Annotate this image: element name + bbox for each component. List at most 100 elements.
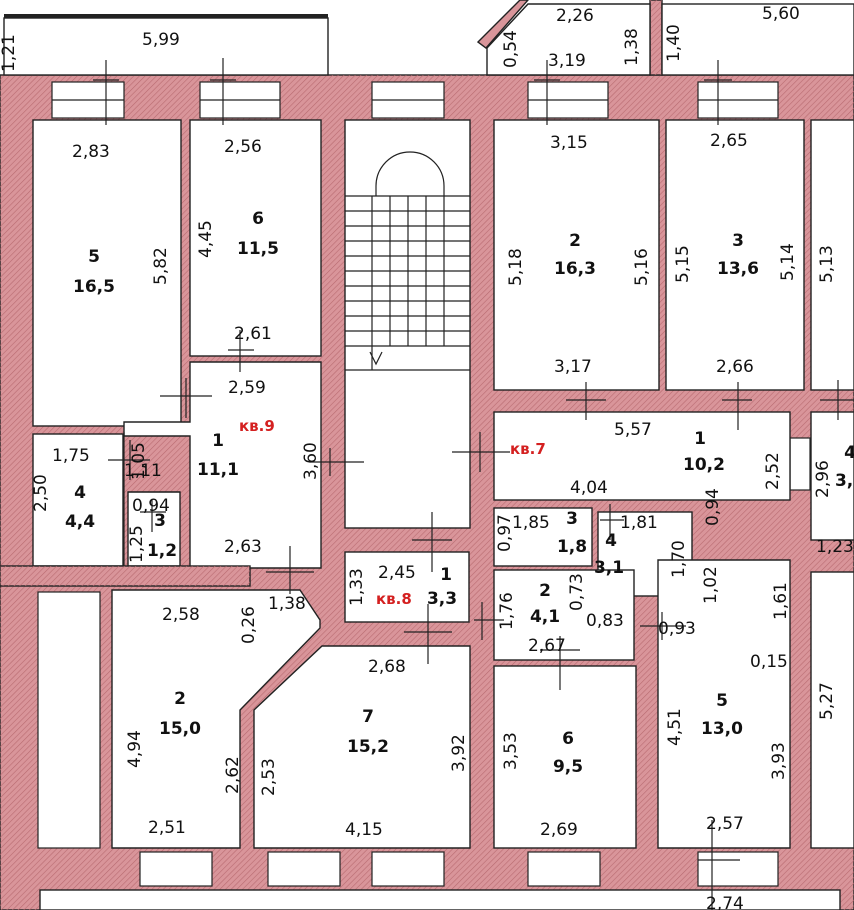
dimension-label: 1,25 xyxy=(127,525,147,563)
room-number: 5 xyxy=(716,691,728,711)
dimension-label: 0,15 xyxy=(750,652,788,672)
dimension-label: 2,45 xyxy=(378,563,416,583)
room-labels: 5 16,5 6 11,5 1 11,1 4 4,4 3 1,2 2 15,0 … xyxy=(65,209,854,777)
dimension-label: 0,26 xyxy=(239,606,259,644)
room-number: 2 xyxy=(539,581,551,601)
room-area: 15,0 xyxy=(159,719,201,739)
stair-treads xyxy=(345,195,470,371)
dimension-label: 1,05 xyxy=(129,442,149,480)
dimension-label: 2,26 xyxy=(556,6,594,26)
room-area: 16,3 xyxy=(554,259,596,279)
dimension-label: 0,94 xyxy=(132,496,170,516)
dimension-label: 3,93 xyxy=(769,742,789,780)
room-number: 1 xyxy=(212,431,224,451)
dimension-label: 2,96 xyxy=(813,460,833,498)
windows xyxy=(37,81,811,887)
dimension-label: 2,62 xyxy=(223,756,243,794)
room-area: 3,3 xyxy=(427,589,457,609)
room-number: 7 xyxy=(362,707,374,727)
watermark: INREALT xyxy=(690,30,819,63)
dimension-label: 5,57 xyxy=(614,420,652,440)
dimension-label: 2,61 xyxy=(234,324,272,344)
dimension-label: 0,83 xyxy=(586,611,624,631)
room-area: 16,5 xyxy=(73,277,115,297)
dimension-label: 5,60 xyxy=(762,4,800,24)
room-number: 6 xyxy=(562,729,574,749)
dimension-label: 5,13 xyxy=(817,245,837,283)
dimension-label: 2,59 xyxy=(228,378,266,398)
dimension-label: 2,69 xyxy=(540,820,578,840)
room-area: 9,5 xyxy=(553,757,583,777)
dimension-label: 2,68 xyxy=(368,657,406,677)
dimension-label: 4,94 xyxy=(125,730,145,768)
dimension-label: 2,51 xyxy=(148,818,186,838)
room-area: 3,1 xyxy=(594,558,624,578)
dimension-label: 1,23 xyxy=(816,537,854,557)
room-number: 2 xyxy=(174,689,186,709)
dimension-label: 2,65 xyxy=(710,131,748,151)
dimension-label: 1,76 xyxy=(497,592,517,630)
dimension-label: 1,38 xyxy=(622,28,642,66)
room-number: 3 xyxy=(566,509,578,529)
apartment-labels: кв.9 кв.7 кв.8 xyxy=(239,417,546,608)
balconies xyxy=(3,3,854,76)
dimension-label: 4,45 xyxy=(196,220,216,258)
dimension-label: 3,92 xyxy=(449,734,469,772)
apt-label-7: кв.7 xyxy=(510,440,546,458)
room-number: 1 xyxy=(440,565,452,585)
dimension-label: 1,11 xyxy=(124,461,162,481)
dimension-label: 2,56 xyxy=(224,137,262,157)
dimension-label: 0,94 xyxy=(703,488,723,526)
room-number: 3 xyxy=(732,231,744,251)
dimension-label: 2,66 xyxy=(716,357,754,377)
dimension-label: 1,70 xyxy=(669,540,689,578)
room-number: 4 xyxy=(844,443,854,463)
dimension-label: 2,53 xyxy=(259,758,279,796)
room-area: 1,8 xyxy=(557,537,587,557)
dimension-label: 2,63 xyxy=(224,537,262,557)
dimension-label: 1,81 xyxy=(620,513,658,533)
dimension-label: 1,33 xyxy=(347,568,367,606)
room-area: 1,2 xyxy=(147,541,177,561)
room-number: 4 xyxy=(605,531,617,551)
room-area: 10,2 xyxy=(683,455,725,475)
dimension-label: 1,85 xyxy=(512,513,550,533)
room-number: 5 xyxy=(88,247,100,267)
room-number: 2 xyxy=(569,231,581,251)
room-area: 15,2 xyxy=(347,737,389,757)
dimension-label: 3,60 xyxy=(301,442,321,480)
dimension-label: 3,53 xyxy=(501,732,521,770)
dimension-label: 0,93 xyxy=(658,619,696,639)
dimension-label: 5,14 xyxy=(778,243,798,281)
dimension-labels: 1,21 5,99 2,26 0,54 1,38 3,19 1,40 5,60 … xyxy=(0,4,854,910)
dimension-label: 2,67 xyxy=(528,636,566,656)
apt-label-8: кв.8 xyxy=(376,590,412,608)
dimension-label: 5,16 xyxy=(632,248,652,286)
dimension-label: 0,54 xyxy=(501,30,521,68)
door-markers xyxy=(93,58,854,910)
dimension-label: 1,38 xyxy=(268,594,306,614)
dimension-label: 4,04 xyxy=(570,478,608,498)
dimension-label: 2,52 xyxy=(763,452,783,490)
room-area: 11,1 xyxy=(197,460,239,480)
dimension-label: 5,18 xyxy=(506,248,526,286)
dimension-label: 4,51 xyxy=(665,708,685,746)
dimension-label: 1,75 xyxy=(52,446,90,466)
dimension-label: 5,99 xyxy=(142,30,180,50)
dimension-label: 1,61 xyxy=(771,582,791,620)
dimension-label: 2,50 xyxy=(31,474,51,512)
dimension-label: 1,02 xyxy=(701,566,721,604)
dimension-label: 3,15 xyxy=(550,133,588,153)
room-number: 1 xyxy=(694,429,706,449)
room-number: 6 xyxy=(252,209,264,229)
dimension-label: 5,82 xyxy=(151,247,171,285)
room-area: 11,5 xyxy=(237,239,279,259)
dimension-label: 5,27 xyxy=(817,682,837,720)
dimension-label: 0,97 xyxy=(495,514,515,552)
dimension-label: 0,73 xyxy=(567,573,587,611)
room-area: 4,4 xyxy=(65,512,95,532)
dimension-label: 4,15 xyxy=(345,820,383,840)
dimension-label: 2,74 xyxy=(706,894,744,910)
room-area: 4,1 xyxy=(530,607,560,627)
